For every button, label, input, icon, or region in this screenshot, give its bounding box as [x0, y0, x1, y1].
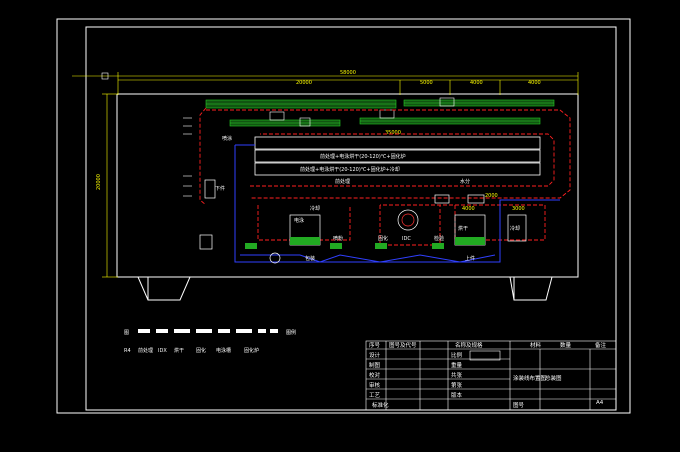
- eq-label-4: 喷粉: [333, 235, 343, 242]
- outer-frame: [56, 18, 631, 414]
- tb-header-3: 名称及规格: [455, 341, 483, 349]
- tb-header-5: 数量: [560, 341, 572, 349]
- tb-mid-4: 第张: [451, 381, 463, 389]
- red-conveyor: [199, 107, 571, 246]
- tb-left-4: 审核: [369, 381, 381, 389]
- tb-left-5: 工艺: [369, 392, 381, 399]
- legend-item-3: IDX: [158, 348, 167, 354]
- plant-outline: [116, 93, 579, 301]
- side-arrows: [183, 117, 192, 197]
- tb-mid-1: 比例: [451, 351, 463, 359]
- legend-item-5: 固化: [196, 347, 206, 354]
- legend-item-4: 烘干: [174, 347, 184, 354]
- green-hatch: [206, 102, 554, 124]
- eq-label-11: IDC: [402, 236, 411, 242]
- tb-header-6: 备注: [595, 341, 607, 349]
- inner-frame: [85, 26, 617, 411]
- tb-header-2: 图号及代号: [389, 341, 417, 349]
- eq-label-14: 冷却: [310, 205, 320, 212]
- eq-label-3: 冷却: [510, 225, 520, 232]
- dim-inner-a: 35000: [385, 130, 401, 136]
- legend-item-7: 固化炉: [244, 347, 259, 354]
- belt-label-b: 前处理+电泳烘干(20-120)℃+固化炉+冷却: [300, 166, 400, 173]
- dim-vertical: 20000: [96, 174, 102, 190]
- tb-header-4: 材料: [530, 341, 542, 349]
- legend-title: 图: [124, 330, 129, 336]
- legend-item-6: 电泳槽: [216, 347, 231, 354]
- eq-label-10: 水分: [460, 178, 470, 185]
- dim-sub-b: 5000: [420, 80, 433, 86]
- legend-swatches: [138, 329, 278, 333]
- tb-mid-3: 共张: [451, 371, 463, 379]
- eq-label-2: 烘干: [458, 225, 468, 232]
- dim-overall: 58000: [340, 70, 356, 76]
- tb-right-a: 涂装线布置图: [513, 374, 547, 382]
- dim-inner-d: 2000: [485, 193, 498, 199]
- tb-left-1: 设计: [369, 351, 381, 359]
- tb-mid-5: 版本: [451, 391, 463, 399]
- dim-sub-c: 4000: [470, 80, 483, 86]
- eq-label-1: 电泳: [294, 217, 304, 224]
- blue-conveyor: [234, 144, 560, 263]
- legend-end: 图例: [286, 329, 296, 336]
- dim-sub-a: 20000: [296, 80, 312, 86]
- tb-left-3: 校对: [369, 371, 381, 379]
- eq-label-8: 上件: [465, 255, 475, 262]
- dim-sub-d: 4000: [528, 80, 541, 86]
- belt-label-a: 前处理+电泳烘干(20-120)℃+固化炉: [320, 153, 406, 160]
- tb-right-d: A4: [596, 400, 604, 406]
- tb-mid-2: 重量: [451, 361, 463, 369]
- eq-label-12: 前处理: [335, 178, 350, 185]
- title-block: [365, 340, 617, 411]
- dimension-lines: [72, 72, 579, 278]
- eq-label-5: 固化: [378, 235, 388, 242]
- rotary-unit: [269, 209, 419, 264]
- equipment-fills: [245, 237, 485, 249]
- tb-left-bottom: 标准化: [372, 401, 389, 409]
- tb-right-b: 总装图: [545, 374, 562, 382]
- eq-label-6: 检验: [434, 235, 444, 242]
- legend-item-1: R4: [124, 348, 131, 354]
- dim-inner-c: 3000: [512, 206, 525, 212]
- tb-left-2: 制图: [369, 361, 381, 369]
- axis-marker: [101, 72, 109, 80]
- legend-item-2: 前处理: [138, 347, 153, 354]
- tb-header-1: 序号: [369, 341, 381, 349]
- tb-right-c: 图号: [513, 401, 525, 409]
- eq-label-9: 下件: [215, 185, 225, 192]
- eq-label-7: 包装: [305, 255, 315, 262]
- eq-label-13: 喷涂: [222, 135, 232, 142]
- furnace-bodies: [254, 136, 541, 176]
- dim-inner-b: 4000: [462, 206, 475, 212]
